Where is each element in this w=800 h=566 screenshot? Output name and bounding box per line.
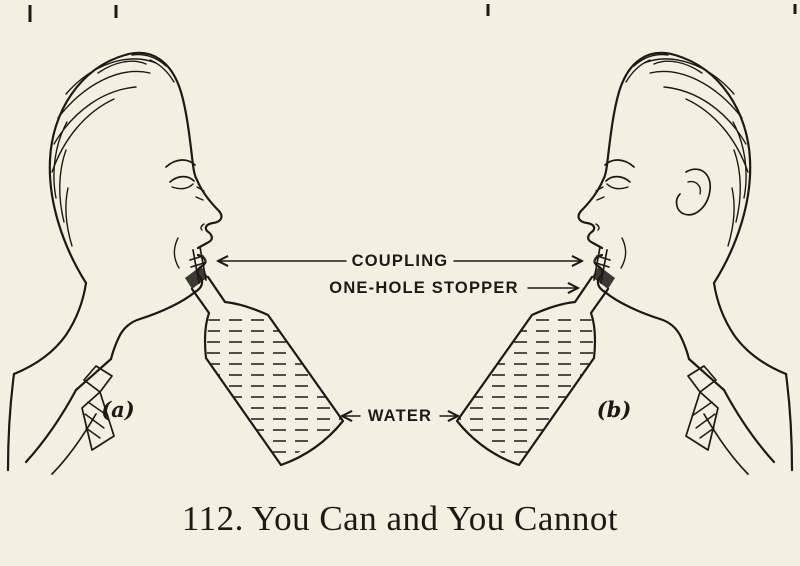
page-edge-marks <box>28 4 797 22</box>
coupling-label: COUPLING <box>352 252 449 270</box>
right-man-illustration <box>577 51 794 475</box>
left-man-suit <box>6 357 115 475</box>
right-man-eyebrow <box>604 159 635 168</box>
left-man-nostril <box>200 223 205 231</box>
callouts: COUPLING ONE-HOLE STOPPER WATER (a) (b) <box>101 252 631 425</box>
right-man-ear <box>675 168 711 216</box>
right-man-tie <box>685 391 719 451</box>
right-man-head-outline <box>577 51 752 285</box>
water-label: WATER <box>368 407 432 425</box>
left-man-cheek-line <box>173 237 180 269</box>
right-man-face-details <box>595 159 711 269</box>
sub-label-b: (b) <box>597 397 632 422</box>
left-man-face-details <box>165 159 205 269</box>
left-man-eye <box>169 175 195 183</box>
right-man-cheek-line <box>620 237 627 269</box>
left-man-hair <box>51 53 175 247</box>
right-man-nostril <box>595 223 600 231</box>
sub-label-a: (a) <box>101 397 134 422</box>
right-man-eye <box>605 175 631 183</box>
stopper-label: ONE-HOLE STOPPER <box>329 279 518 297</box>
right-man-hair <box>625 53 749 247</box>
right-man-suit <box>685 357 794 475</box>
right-man-chin-jaw <box>593 253 691 361</box>
left-man-neck-back <box>12 281 88 376</box>
figure-caption: 112. You Can and You Cannot <box>182 499 618 538</box>
right-man-neck-back <box>712 281 788 376</box>
left-man-head-outline <box>48 51 223 285</box>
left-man-chin-jaw <box>109 253 207 361</box>
left-man-eyebrow <box>165 159 196 168</box>
